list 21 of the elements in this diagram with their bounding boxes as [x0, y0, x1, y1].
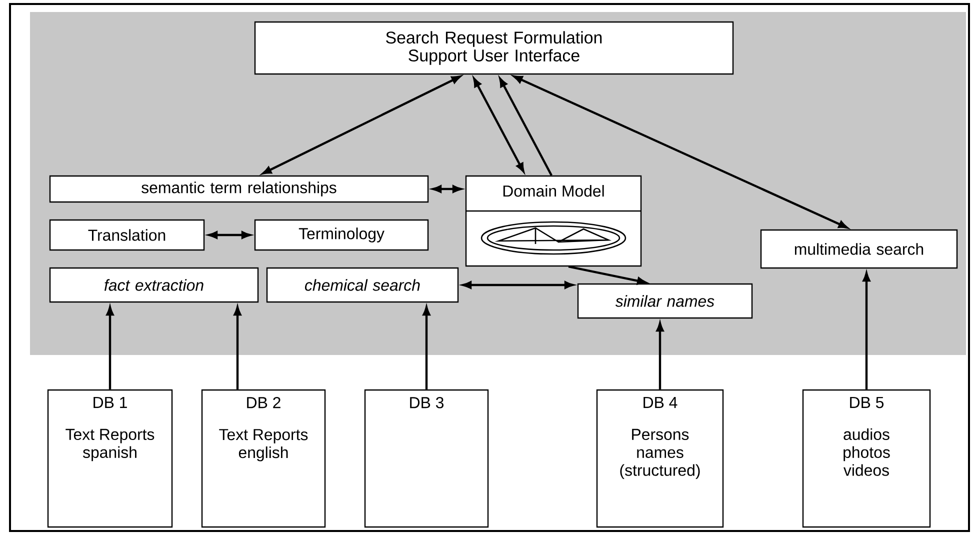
module-box: multimedia search: [760, 229, 958, 269]
model-box: Domain Model: [465, 175, 642, 267]
module-box: fact extraction: [49, 267, 259, 303]
arrow: [432, 185, 462, 193]
arrow: [513, 76, 848, 228]
database-box: DB 3: [364, 389, 489, 528]
arrow: [473, 78, 524, 172]
module-box: chemical search: [266, 267, 459, 303]
interface-box: Search Request Formulation Support User Interface: [254, 21, 734, 75]
database-box: DB 2 Text Reports english: [201, 389, 326, 528]
module-box: Translation: [49, 219, 205, 251]
module-box: semantic term relationships: [49, 175, 429, 203]
database-box: DB 1 Text Reports spanish: [47, 389, 173, 528]
database-box: DB 5 audios photos videos: [802, 389, 931, 528]
arrow: [499, 78, 552, 176]
module-box: Terminology: [254, 219, 429, 251]
database-box: DB 4 Persons names (structured): [596, 389, 724, 528]
arrow: [208, 231, 251, 239]
arrow: [862, 272, 870, 390]
arrow: [462, 281, 574, 289]
module-box: similar names: [577, 283, 753, 319]
